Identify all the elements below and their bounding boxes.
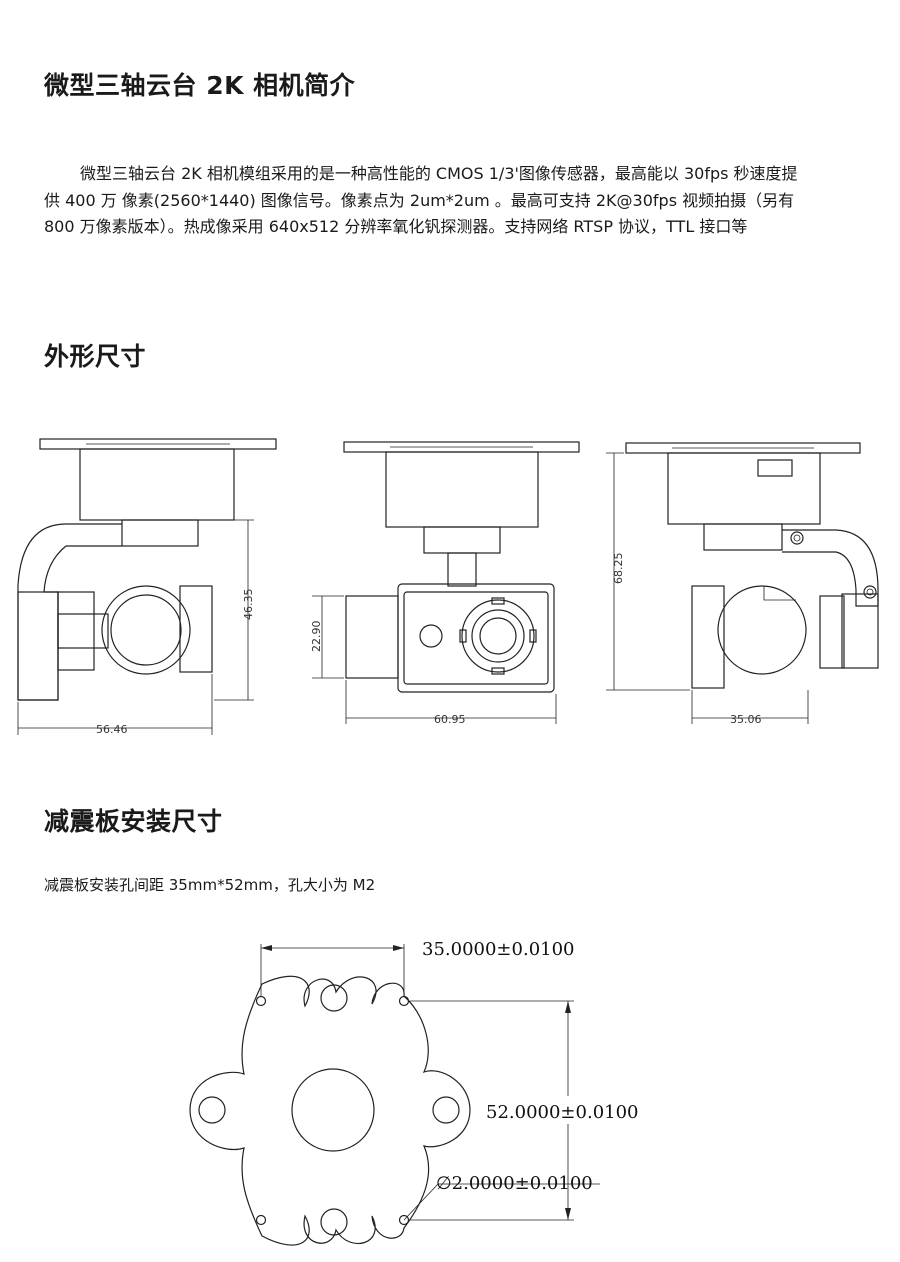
vertical-hole-spacing: 52.0000±0.0100 bbox=[486, 1102, 639, 1123]
dimensions-title: 外形尺寸 bbox=[44, 342, 147, 371]
front-width-dimension: 60.95 bbox=[434, 713, 466, 726]
left-view-drawing: 56.46 46.35 bbox=[17, 438, 277, 736]
right-height-dimension: 68.25 bbox=[612, 553, 625, 585]
outline-drawings: 56.46 46.35 60.95 22.90 bbox=[17, 438, 879, 736]
left-width-dimension: 56.46 bbox=[96, 723, 128, 736]
left-height-dimension: 46.35 bbox=[242, 589, 255, 621]
right-width-dimension: 35.06 bbox=[730, 713, 762, 726]
intro-paragraph: 微型三轴云台 2K 相机模组采用的是一种高性能的 CMOS 1/3'图像传感器，… bbox=[44, 161, 804, 241]
front-height-dimension: 22.90 bbox=[310, 621, 323, 653]
hole-diameter-dimension: ∅2.0000±0.0100 bbox=[436, 1173, 593, 1194]
front-view-drawing: 60.95 22.90 bbox=[310, 441, 580, 726]
horizontal-hole-spacing: 35.0000±0.0100 bbox=[422, 939, 575, 960]
intro-title: 微型三轴云台 2K 相机简介 bbox=[44, 71, 356, 100]
right-view-drawing: 35.06 68.25 bbox=[606, 442, 879, 726]
intro-paragraph-text: 微型三轴云台 2K 相机模组采用的是一种高性能的 CMOS 1/3'图像传感器，… bbox=[44, 164, 798, 236]
damper-plate-outline bbox=[189, 975, 471, 1246]
mounting-title: 减震板安装尺寸 bbox=[44, 807, 223, 836]
damper-plate-drawing: 35.0000±0.0100 52.0000±0.0100 ∅2.0000±0.… bbox=[189, 939, 639, 1246]
mounting-note: 减震板安装孔间距 35mm*52mm，孔大小为 M2 bbox=[44, 876, 376, 894]
